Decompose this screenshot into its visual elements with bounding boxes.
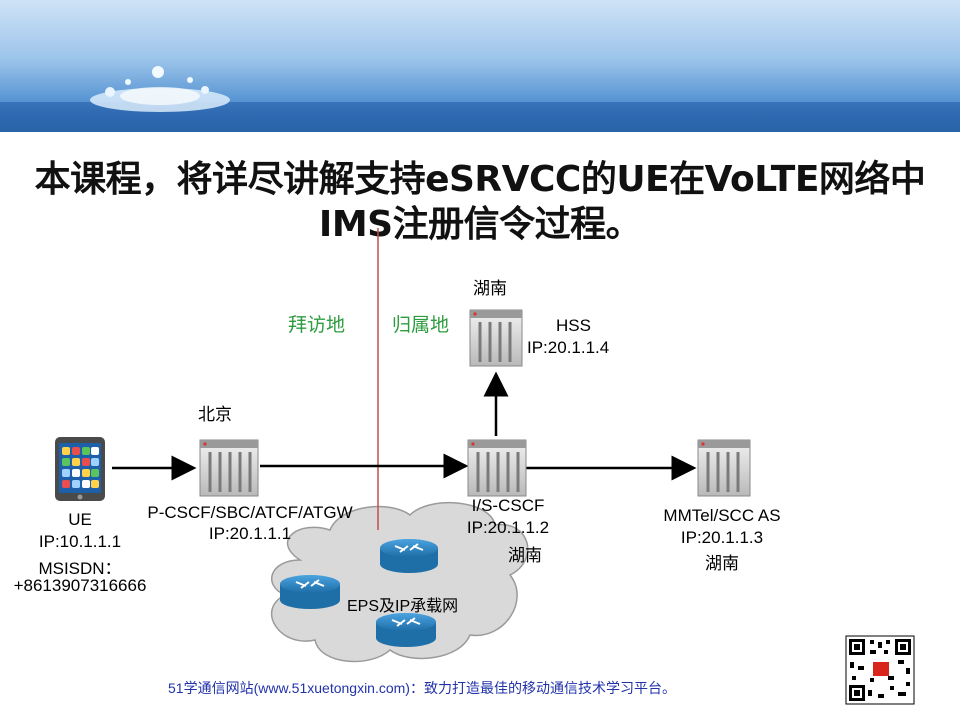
mobile-phone-icon [55,437,105,501]
router-icon [280,575,340,609]
footer-link-text[interactable]: 51学通信网站(www.51xuetongxin.com)：致力打造最佳的移动通… [168,680,676,696]
pcscf-name-label: P-CSCF/SBC/ATCF/ATGW [147,503,353,522]
server-icon-pcscf [199,439,259,497]
cloud-label: EPS及IP承载网 [347,598,459,615]
ue-msisdn-value: +8613907316666 [13,576,147,595]
hss-location-label: 湖南 [473,279,507,298]
ue-msisdn-label: MSISDN： [38,559,122,578]
iscscf-ip-label: IP:20.1.1.2 [466,518,550,537]
header-banner [0,0,960,132]
server-icon-mmtel [697,439,751,497]
router-icon [376,613,436,647]
iscscf-name-label: I/S-CSCF [471,496,545,515]
mmtel-location-label: 湖南 [705,554,739,573]
mmtel-ip-label: IP:20.1.1.3 [680,528,764,547]
iscscf-location-label: 湖南 [508,546,542,565]
hss-ip-label: IP:20.1.1.4 [527,338,610,357]
server-icon-iscscf [467,439,527,497]
ue-ip-label: IP:10.1.1.1 [38,532,122,551]
ue-name-label: UE [68,510,92,529]
page-title-line-1: 本课程，将详尽讲解支持eSRVCC的UE在VoLTE网络中 [34,159,926,200]
water-splash-graphic [90,66,230,112]
mmtel-name-label: MMTel/SCC AS [663,506,781,525]
server-icon-hss [469,309,523,367]
pcscf-ip-label: IP:20.1.1.1 [208,524,292,543]
hss-name-label: HSS [556,316,591,335]
eps-ip-cloud [270,502,529,663]
qr-code-icon [845,635,915,705]
router-icon [380,539,438,573]
page-title-line-2: IMS注册信令过程。 [318,204,642,245]
visited-region-label: 拜访地 [288,315,346,336]
pcscf-location-label: 北京 [198,405,232,424]
home-region-label: 归属地 [392,315,450,336]
